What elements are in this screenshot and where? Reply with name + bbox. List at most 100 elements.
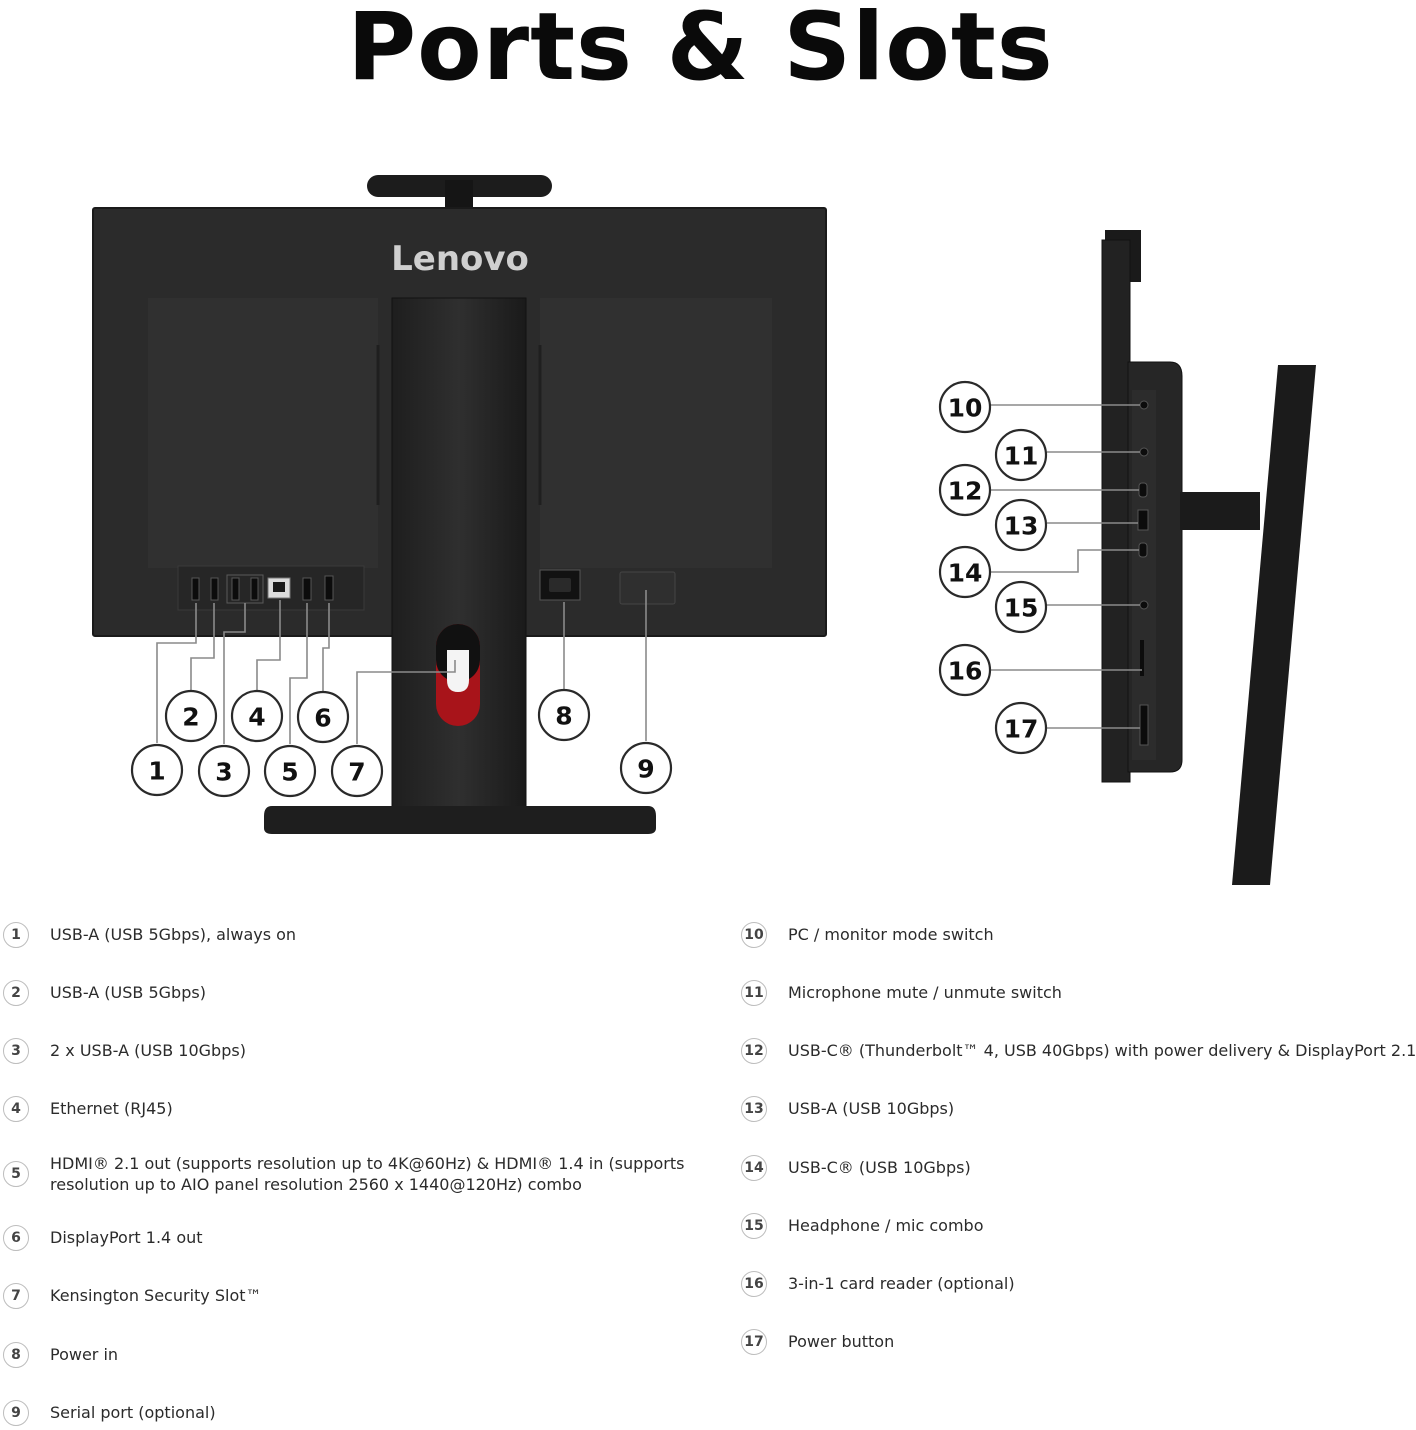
serial-port-cover xyxy=(619,571,676,605)
callout-circle xyxy=(994,428,1048,482)
legend-label-16: 3-in-1 card reader (optional) xyxy=(788,1274,1015,1293)
callout-15: 15 xyxy=(994,580,1048,634)
callout-circle xyxy=(130,743,184,797)
leader-line-4 xyxy=(256,600,281,690)
callout-number: 7 xyxy=(348,758,365,787)
callout-9: 9 xyxy=(619,741,673,795)
callout-circle xyxy=(994,580,1048,634)
callout-11: 11 xyxy=(994,428,1048,482)
legend-number-16: 16 xyxy=(741,1271,767,1297)
leader-line-1 xyxy=(156,603,197,743)
leader-line-7 xyxy=(356,660,456,744)
callout-number: 8 xyxy=(555,702,572,731)
callout-10: 10 xyxy=(938,380,992,434)
callout-number: 5 xyxy=(281,758,298,787)
callout-circle xyxy=(263,744,317,798)
callout-16: 16 xyxy=(938,643,992,697)
side-view xyxy=(1101,230,1316,885)
legend-label-11: Microphone mute / unmute switch xyxy=(788,983,1062,1002)
hdmi-port xyxy=(302,577,312,601)
legend-number-15: 15 xyxy=(741,1213,767,1239)
legend-number-7: 7 xyxy=(3,1283,29,1309)
rear-view: Lenovo xyxy=(92,175,827,834)
callout-number: 6 xyxy=(314,704,331,733)
callout-5: 5 xyxy=(263,744,317,798)
legend-number-17: 17 xyxy=(741,1329,767,1355)
legend-label-5: HDMI® 2.1 out (supports resolution up to… xyxy=(50,1154,685,1194)
callout-circle xyxy=(330,744,384,798)
legend-label-1: USB-A (USB 5Gbps), always on xyxy=(50,925,297,944)
rear-inset-right xyxy=(540,298,772,568)
callout-7: 7 xyxy=(330,744,384,798)
page-title: Ports & Slots xyxy=(347,0,1054,102)
callout-number: 14 xyxy=(948,559,983,588)
side-panel-edge xyxy=(1101,239,1131,783)
callout-number: 3 xyxy=(215,758,232,787)
legend-label-15: Headphone / mic combo xyxy=(788,1216,984,1235)
legend-number-8: 8 xyxy=(3,1342,29,1368)
leader-line-2 xyxy=(190,603,215,690)
legend-label-10: PC / monitor mode switch xyxy=(788,925,994,944)
legend-label-14: USB-C® (USB 10Gbps) xyxy=(788,1158,971,1177)
callout-circle xyxy=(994,701,1048,755)
legend-label-9: Serial port (optional) xyxy=(50,1403,216,1422)
callout-number: 16 xyxy=(948,657,983,686)
usb-a-port-3b xyxy=(250,577,259,601)
callout-8: 8 xyxy=(537,688,591,742)
callout-17: 17 xyxy=(994,701,1048,755)
callout-12: 12 xyxy=(938,463,992,517)
callout-number: 2 xyxy=(182,703,199,732)
legend-label-6: DisplayPort 1.4 out xyxy=(50,1228,203,1247)
callout-6: 6 xyxy=(296,690,350,744)
side-arm xyxy=(1180,492,1260,530)
legend-number-12: 12 xyxy=(741,1038,767,1064)
displayport-port xyxy=(324,575,334,601)
legend-number-6: 6 xyxy=(3,1225,29,1251)
legend-label-17: Power button xyxy=(788,1332,895,1351)
callout-circle xyxy=(994,498,1048,552)
callout-number: 1 xyxy=(148,757,165,786)
legend-number-2: 2 xyxy=(3,980,29,1006)
callout-circle xyxy=(164,689,218,743)
legend-label-13: USB-A (USB 10Gbps) xyxy=(788,1099,955,1118)
usb-a-port-3a xyxy=(231,577,240,601)
legend-label-3: 2 x USB-A (USB 10Gbps) xyxy=(50,1041,246,1060)
callout-circle xyxy=(230,689,284,743)
legend-label-12: USB-C® (Thunderbolt™ 4, USB 40Gbps) with… xyxy=(788,1041,1416,1060)
legend-label-8: Power in xyxy=(50,1345,119,1364)
monitor-diagram: Lenovo xyxy=(92,175,1316,885)
legend-number-4: 4 xyxy=(3,1096,29,1122)
stand-base xyxy=(264,806,656,834)
callout-number: 9 xyxy=(637,755,654,784)
usb-a-port-1 xyxy=(191,577,200,601)
callout-number: 11 xyxy=(1004,442,1039,471)
legend-number-14: 14 xyxy=(741,1155,767,1181)
legend-number-3: 3 xyxy=(3,1038,29,1064)
legend-number-10: 10 xyxy=(741,922,767,948)
callout-circle xyxy=(938,545,992,599)
callout-circle xyxy=(938,463,992,517)
legend-number-5: 5 xyxy=(3,1161,29,1187)
usb-a-port-2 xyxy=(210,577,219,601)
callout-number: 13 xyxy=(1004,512,1039,541)
legend-label-2: USB-A (USB 5Gbps) xyxy=(50,983,206,1002)
leader-line-3 xyxy=(223,603,246,744)
rear-inset-left xyxy=(148,298,378,568)
legend-number-1: 1 xyxy=(3,922,29,948)
callout-1: 1 xyxy=(130,743,184,797)
stand-neck xyxy=(391,297,527,813)
callout-number: 10 xyxy=(948,394,983,423)
callout-number: 4 xyxy=(248,703,265,732)
callout-circle xyxy=(938,380,992,434)
callout-13: 13 xyxy=(994,498,1048,552)
callout-4: 4 xyxy=(230,689,284,743)
callout-circle xyxy=(537,688,591,742)
legend-number-11: 11 xyxy=(741,980,767,1006)
leader-line-14 xyxy=(991,549,1139,573)
callout-number: 15 xyxy=(1004,594,1039,623)
legend-label-7: Kensington Security Slot™ xyxy=(50,1286,262,1305)
callout-number: 12 xyxy=(948,477,983,506)
leader-lines xyxy=(156,404,1142,744)
callout-circle xyxy=(938,643,992,697)
